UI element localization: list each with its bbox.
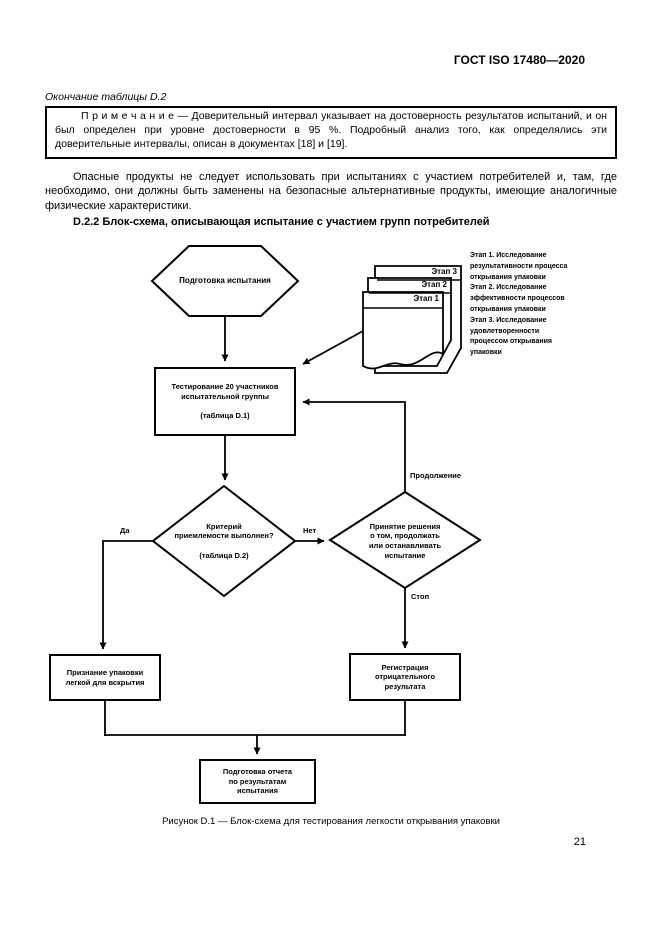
decision-continue-diamond-shape <box>328 490 482 590</box>
document-label-stage3: Этап 3 <box>431 267 457 276</box>
result-negative-label: Регистрация отрицательного результата <box>374 662 436 691</box>
decision-criteria-label: Критерий приемлемости выполнен? (таблица… <box>174 521 274 560</box>
start-hexagon-shape <box>150 245 300 317</box>
document-label-stage1: Этап 1 <box>413 294 439 303</box>
note-label: П р и м е ч а н и е <box>81 110 174 122</box>
document-page-1-shape <box>362 291 444 370</box>
figure-caption: Рисунок D.1 — Блок-схема для тестировани… <box>162 816 500 827</box>
start-node-label: Подготовка испытания <box>179 275 271 285</box>
result-accept-box-shape <box>49 654 161 701</box>
arrow-yes-branch <box>99 540 153 650</box>
header-title: ГОСТ ISO 17480—2020 <box>453 53 585 67</box>
stage-legend: Этап 1. Исследование результативности пр… <box>470 252 568 357</box>
section-heading: D.2.2 Блок-схема, описывающая испытание … <box>73 216 490 228</box>
edge-label-continue: Продолжение <box>410 471 462 480</box>
result-negative-box-shape <box>349 653 461 701</box>
report-label: Подготовка отчета по результатам испытан… <box>222 767 293 796</box>
edge-label-stop: Стоп <box>411 592 430 601</box>
decision-criteria-diamond-shape <box>151 484 297 598</box>
note-box: П р и м е ч а н и е — Доверительный инте… <box>45 106 617 159</box>
table-continuation-label: Окончание таблицы D.2 <box>45 91 167 103</box>
edge-label-yes: Да <box>120 526 130 535</box>
test-node-label: Тестирование 20 участников испытательной… <box>171 382 279 421</box>
page-number: 21 <box>573 836 586 848</box>
decision-continue-label: Принятие решения о том, продолжать или о… <box>368 521 442 560</box>
edge-label-no: Нет <box>303 526 317 535</box>
arrow-documents-to-test <box>302 330 364 365</box>
arrow-continue-branch <box>302 398 406 492</box>
note-body: — Доверительный интервал указывает на до… <box>55 110 607 150</box>
document-label-stage2: Этап 2 <box>421 280 447 289</box>
test-box-shape <box>154 367 296 436</box>
note-text: П р и м е ч а н и е — Доверительный инте… <box>55 110 607 152</box>
report-box-shape <box>199 759 316 804</box>
result-accept-label: Признание упаковки легкой для вскрытия <box>65 667 145 687</box>
body-paragraph: Опасные продукты не следует использовать… <box>45 171 617 212</box>
